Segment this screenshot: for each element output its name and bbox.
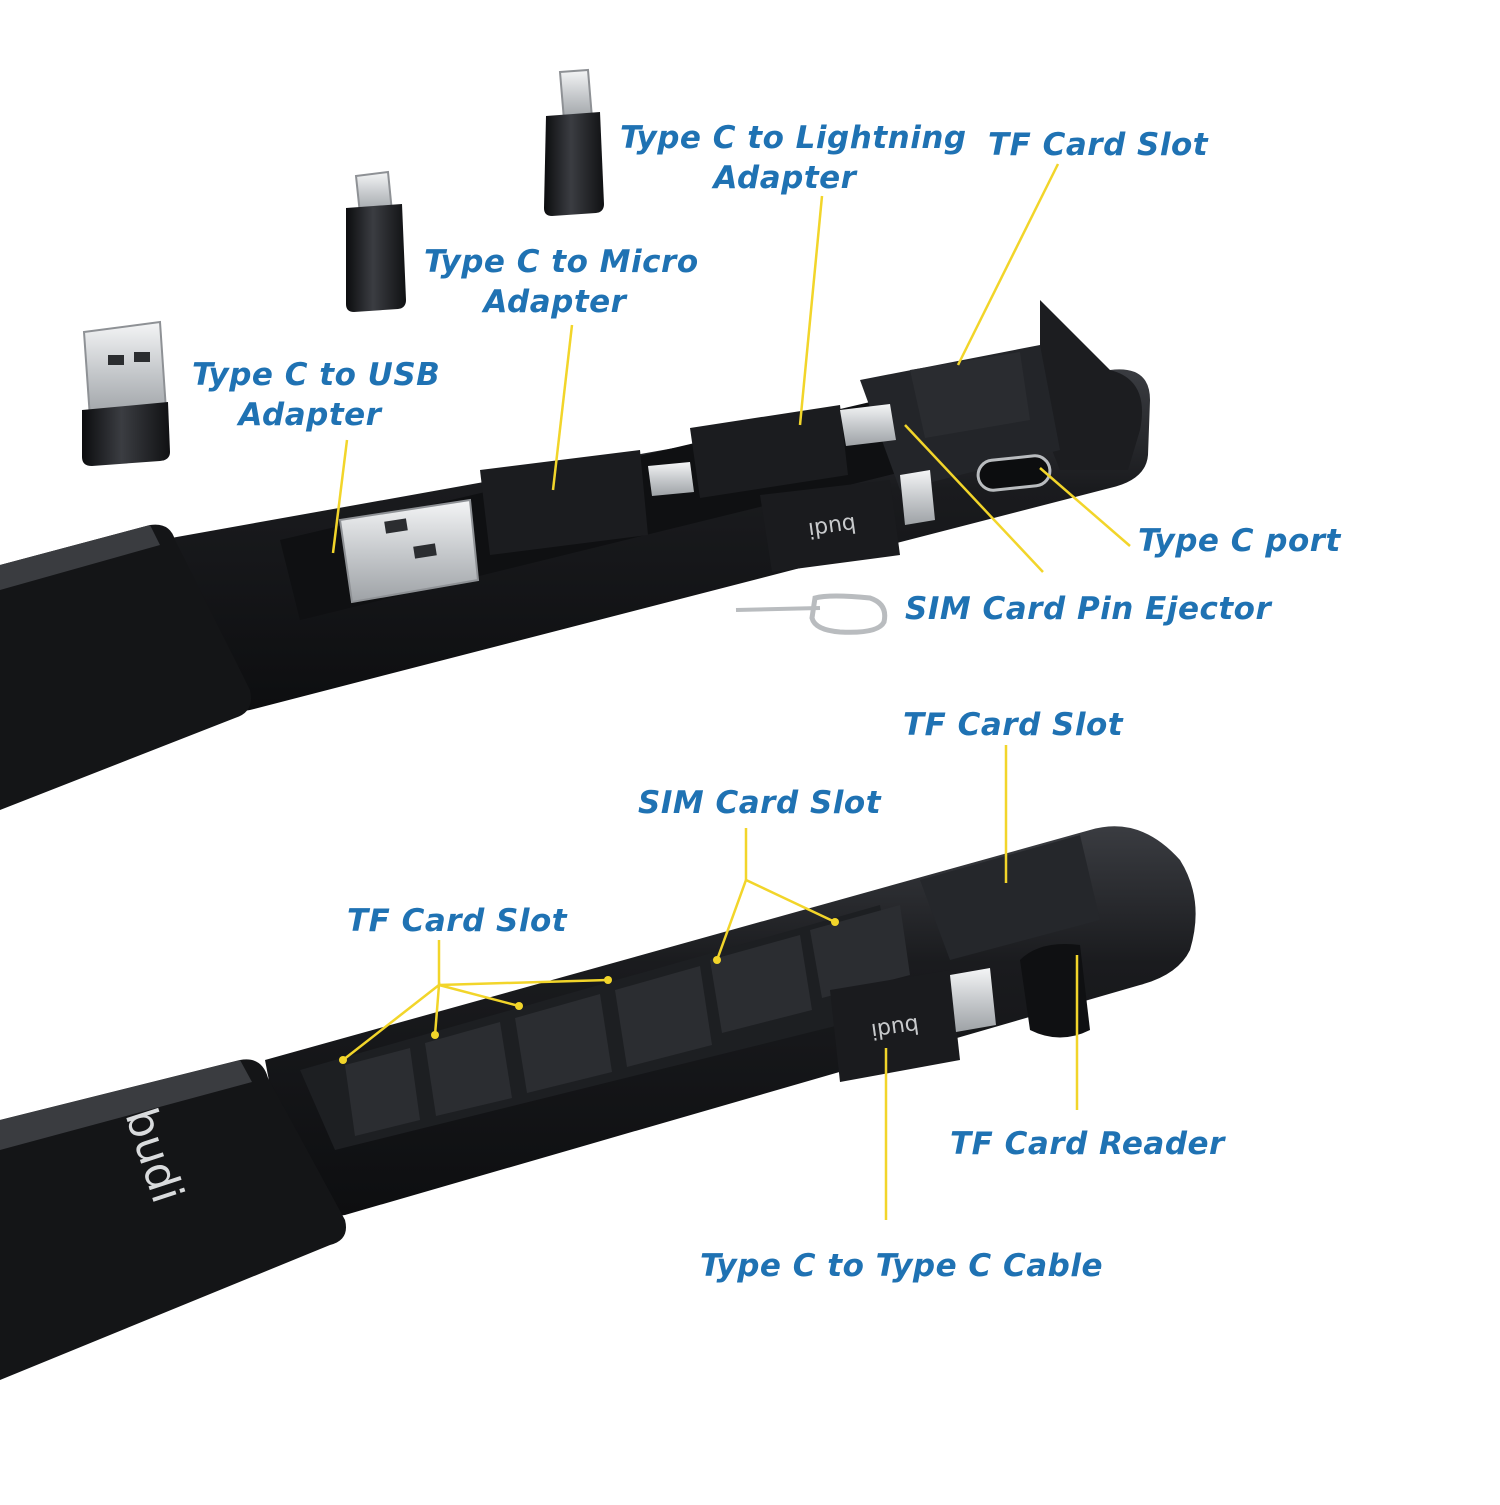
top-device: budi <box>0 300 1150 810</box>
label-type-c-to-micro: Type C to Micro Adapter <box>424 244 699 320</box>
leader-lightning <box>798 195 824 426</box>
label-type-c-port: Type C port <box>1138 523 1341 559</box>
usb-a-adapter-icon <box>82 320 170 466</box>
micro-usb-adapter-icon <box>346 170 406 312</box>
label-type-c-to-lightning: Type C to Lightning Adapter <box>620 120 967 196</box>
leader-usb <box>331 439 349 554</box>
label-sim-card-slot: SIM Card Slot <box>638 785 882 821</box>
label-type-c-to-usb: Type C to USB Adapter <box>192 357 441 433</box>
leader-lines <box>331 163 1131 1220</box>
label-tf-card-reader: TF Card Reader <box>950 1126 1225 1162</box>
bottom-device: budi budi <box>0 826 1196 1380</box>
label-tf-card-slot-bottom-top: TF Card Slot <box>903 707 1124 743</box>
label-tf-card-slot-top: TF Card Slot <box>988 127 1209 163</box>
leader-tf-top <box>956 163 1060 366</box>
bottom-sleeve <box>0 1059 346 1380</box>
label-type-c-to-type-c-cable: Type C to Type C Cable <box>700 1248 1103 1284</box>
usb-a-plug-icon <box>338 498 480 604</box>
leader-micro <box>551 324 574 491</box>
label-tf-card-slot-left: TF Card Slot <box>347 903 568 939</box>
top-cable-head <box>760 480 900 572</box>
leader-type-c-port <box>1039 467 1131 547</box>
lightning-adapter-icon <box>544 68 604 216</box>
top-sleeve <box>0 524 251 810</box>
leader-sim-pin <box>904 424 1044 573</box>
bottom-cable-head <box>830 970 960 1082</box>
type-c-port-icon <box>976 454 1052 492</box>
label-sim-card-pin-ejector: SIM Card Pin Ejector <box>905 591 1272 627</box>
sim-ejector-pin-icon <box>735 593 888 635</box>
